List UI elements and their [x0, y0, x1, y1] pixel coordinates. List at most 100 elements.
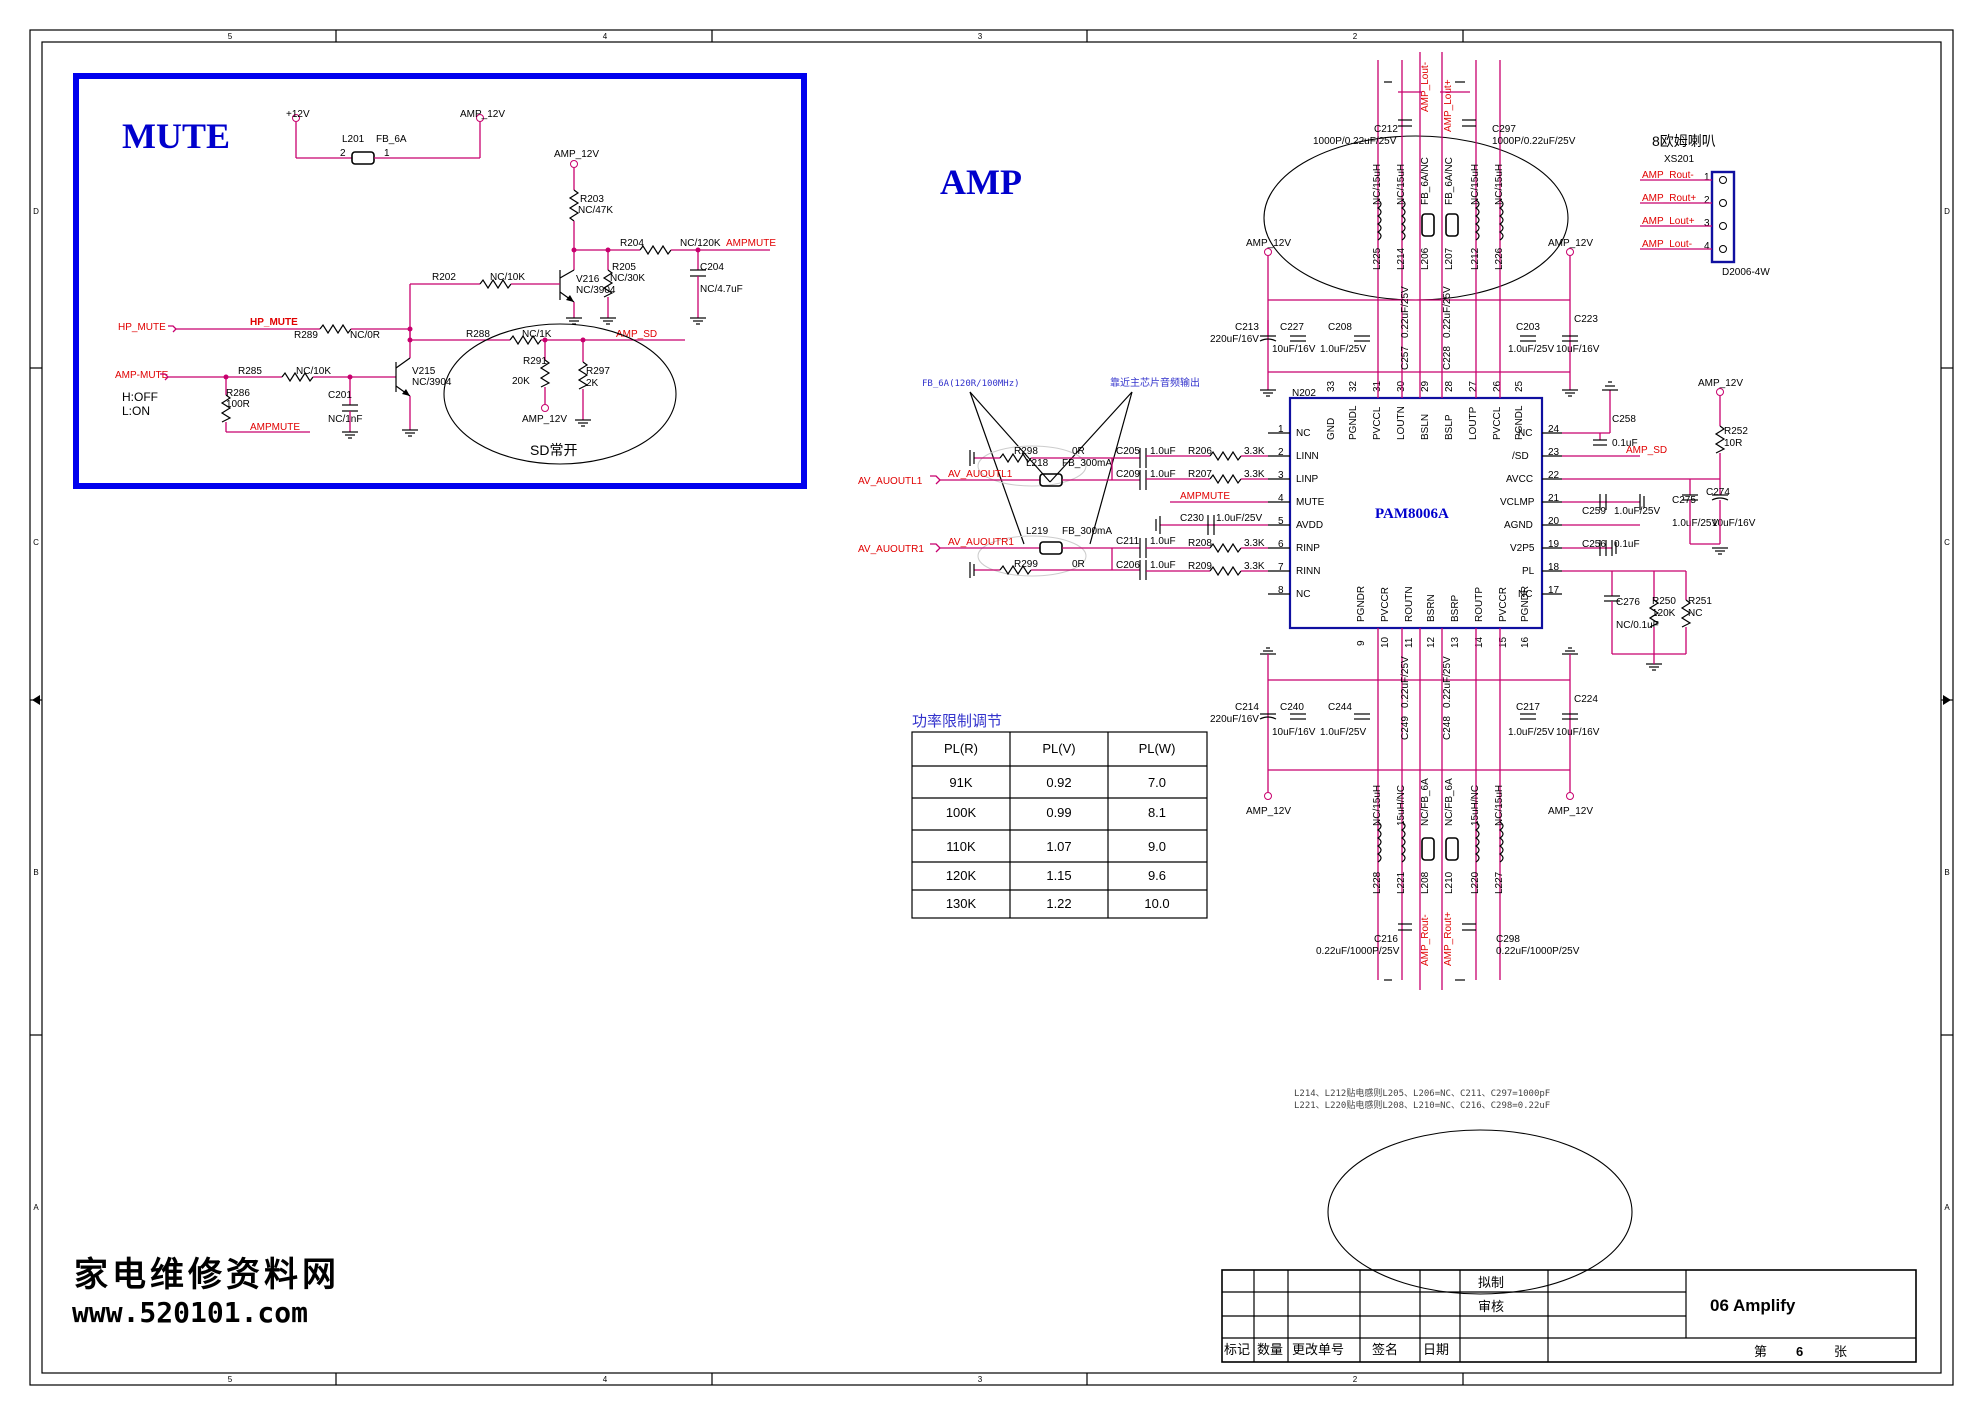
c258-value: 0.1uF [1612, 438, 1638, 449]
c257-value: 0.22uF/25V [1400, 286, 1411, 338]
amp12-bl: AMP_12V [1246, 806, 1291, 817]
svg-text:19: 19 [1548, 539, 1560, 550]
spk-pin2-net: AMP_Rout+ [1642, 193, 1696, 204]
zone-col-5: 5 [228, 32, 233, 41]
pl-r5c1: 130K [946, 896, 977, 911]
watermark-cn: 家电维修资料网 [74, 1256, 340, 1294]
l220-label: L220 [1470, 871, 1481, 894]
av-r-net: AV_AUOUTR1 [948, 537, 1014, 548]
svg-text:20: 20 [1548, 516, 1560, 527]
amp-title: AMP [940, 162, 1022, 202]
r286-label: R286 [226, 388, 250, 399]
av-r-input: AV_AUOUTR1 [858, 544, 924, 555]
zone-row-c-r: C [1944, 538, 1950, 547]
l201-label: L201 [342, 134, 365, 145]
title-block: 拟制 审核 06 Amplify 标记 数量 更改单号 签名 日期 第 6 张 [1221, 1269, 1917, 1363]
r208-value: 3.3K [1244, 538, 1265, 549]
rout-minus-net: AMP_Rout- [1420, 914, 1431, 966]
l228-value: NC/15uH [1372, 785, 1383, 826]
tb-col-sign: 签名 [1372, 1342, 1398, 1357]
c204-label: C204 [700, 262, 724, 273]
svg-text:12: 12 [1426, 636, 1437, 648]
svg-text:2: 2 [1704, 195, 1710, 206]
speaker-label: 8欧姆喇叭 [1652, 133, 1716, 149]
pl-h1: PL(R) [944, 741, 978, 756]
l212-value: NC/15uH [1470, 164, 1481, 205]
rp19-n: V2P5 [1510, 543, 1535, 554]
c256-value: 0.1uF [1614, 539, 1640, 550]
lp4-n: MUTE [1296, 497, 1325, 508]
zone-col-4: 4 [603, 32, 608, 41]
r289-label: R289 [294, 330, 318, 341]
pl-h3: PL(W) [1139, 741, 1176, 756]
ampmute-amp: AMPMUTE [1180, 491, 1230, 502]
r298-label: R298 [1014, 446, 1038, 457]
l210-label: L210 [1444, 871, 1455, 894]
spk-pin1-net: AMP_Rout- [1642, 170, 1694, 181]
c209-label: C209 [1116, 469, 1140, 480]
tb-col-qty: 数量 [1257, 1342, 1283, 1357]
amp12-label-c: AMP_12V [522, 414, 567, 425]
rp17-n: NC [1518, 589, 1532, 600]
c249-label: C249 [1400, 716, 1411, 740]
r207-label: R207 [1188, 469, 1212, 480]
c217-value: 1.0uF/25V [1508, 727, 1554, 738]
svg-text:23: 23 [1548, 447, 1560, 458]
tb-col-change: 更改单号 [1292, 1342, 1344, 1357]
c213-value: 220uF/16V [1210, 334, 1259, 345]
zone-row-b: B [33, 868, 38, 877]
l225-label: L225 [1372, 247, 1383, 270]
sheet-frame: 5 4 3 2 5 4 3 2 D C B A D C B A [29, 29, 1954, 1386]
svg-text:11: 11 [1404, 637, 1415, 648]
c206-value: 1.0uF [1150, 560, 1176, 571]
c297-label: C297 [1492, 124, 1516, 135]
amp12-br: AMP_12V [1548, 806, 1593, 817]
pam8006a-ic [1288, 396, 1544, 630]
pl-r3c3: 9.0 [1148, 839, 1166, 854]
c249-value: 0.22uF/25V [1400, 656, 1411, 708]
l201-value: FB_6A [376, 134, 407, 145]
svg-text:25: 25 [1514, 380, 1525, 392]
zone-col-4b: 4 [603, 1375, 608, 1384]
amp12-tr: AMP_12V [1548, 238, 1593, 249]
svg-text:PGNDR: PGNDR [1356, 586, 1367, 622]
r209-value: 3.3K [1244, 561, 1265, 572]
c298-value: 0.22uF/1000P/25V [1496, 946, 1580, 957]
svg-text:LOUTN: LOUTN [1396, 406, 1407, 440]
l218-label: L218 [1026, 458, 1049, 469]
r203-value: NC/47K [578, 205, 613, 216]
ampmute-input: AMP-MUTE [115, 370, 169, 381]
svg-text:18: 18 [1548, 562, 1560, 573]
l220-value: 15uH/NC [1470, 785, 1481, 826]
watermark-url: www.520101.com [72, 1296, 308, 1329]
c230-value: 1.0uF/25V [1216, 513, 1262, 524]
lp6-n: RINP [1296, 543, 1320, 554]
l225-value: NC/15uH [1372, 164, 1383, 205]
zone-row-a: A [33, 1203, 39, 1212]
svg-text:14: 14 [1474, 636, 1485, 648]
r250-value: 120K [1652, 608, 1676, 619]
c227-value: 10uF/16V [1272, 344, 1316, 355]
c244-label: C244 [1328, 702, 1352, 713]
r205-label: R205 [612, 262, 636, 273]
c259-value: 1.0uF/25V [1614, 506, 1660, 517]
c274-value: 10uF/16V [1712, 518, 1756, 529]
zone-col-2: 2 [1353, 32, 1358, 41]
r206-label: R206 [1188, 446, 1212, 457]
c205-label: C205 [1116, 446, 1140, 457]
xs201-value: D2006-4W [1722, 267, 1770, 278]
lp7-n: RINN [1296, 566, 1320, 577]
r285-label: R285 [238, 366, 262, 377]
c227-label: C227 [1280, 322, 1304, 333]
svg-text:8: 8 [1278, 585, 1284, 596]
svg-text:ROUTP: ROUTP [1474, 587, 1485, 622]
c214-value: 220uF/16V [1210, 714, 1259, 725]
v216-label: V216 [576, 274, 600, 285]
pl-r4c2: 1.15 [1046, 868, 1071, 883]
r297-value: 2K [586, 378, 599, 389]
hpmute-net: HP_MUTE [250, 317, 298, 328]
r291-label: R291 [523, 356, 547, 367]
av-l-net: AV_AUOUTL1 [948, 469, 1013, 480]
